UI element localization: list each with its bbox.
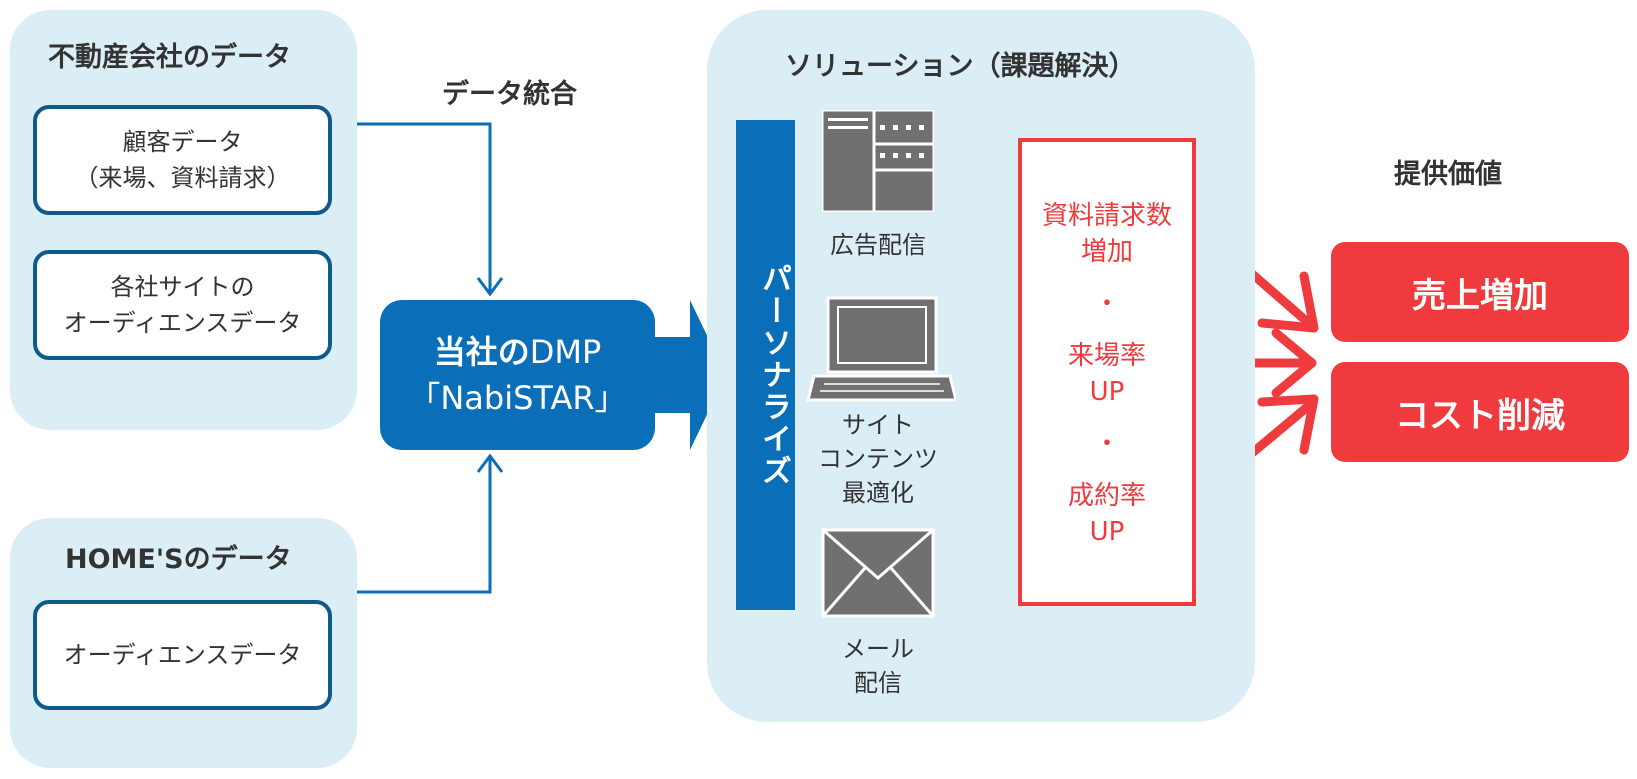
dmp-line1-bold: 当社の xyxy=(433,333,530,371)
mail-caption-line2: 配信 xyxy=(854,669,902,697)
ad-caption: 広告配信 xyxy=(800,228,956,262)
laptop-icon xyxy=(806,296,956,402)
company-data-title: 不動産会社のデータ xyxy=(48,42,291,73)
effects-box: 資料請求数 増加 ・ 来場率 UP ・ 成約率 UP xyxy=(1018,138,1196,606)
site-caption-line1: サイト xyxy=(842,411,914,439)
envelope-icon xyxy=(821,528,935,618)
ad-caption-line1: 広告配信 xyxy=(830,231,926,259)
dmp-arrow xyxy=(655,300,726,450)
red-arrowhead-middle xyxy=(1271,328,1317,398)
red-arrowhead-lower xyxy=(1257,394,1319,455)
effect-text: 来場率 xyxy=(1067,341,1146,371)
value-title: 提供価値 xyxy=(1394,159,1502,190)
site-caption-line3: 最適化 xyxy=(842,479,914,507)
effect-separator: ・ xyxy=(1093,289,1120,319)
mail-caption: メール 配信 xyxy=(800,632,956,700)
red-arrowhead-upper xyxy=(1257,271,1319,333)
company-data-panel xyxy=(10,10,357,430)
homes-audience-box: オーディエンスデータ xyxy=(33,600,332,710)
site-caption: サイト コンテンツ 最適化 xyxy=(800,408,956,510)
ad-layout-icon xyxy=(822,110,934,212)
dmp-line2: 「NabiSTAR」 xyxy=(408,379,627,417)
dmp-box: 当社のDMP 「NabiSTAR」 xyxy=(380,300,655,450)
integration-label: データ統合 xyxy=(442,79,577,110)
top-connector xyxy=(357,122,492,292)
effect-text: 増加 xyxy=(1080,237,1133,267)
effect-separator: ・ xyxy=(1093,429,1120,459)
dmp-line1: 当社のDMP xyxy=(434,329,602,375)
value-sales-increase: 売上増加 xyxy=(1331,242,1629,342)
effect-text: 成約率 xyxy=(1067,481,1146,511)
bottom-arrowhead xyxy=(476,453,504,473)
customer-data-line2: （来場、資料請求） xyxy=(74,164,291,192)
site-audience-line2: オーディエンスデータ xyxy=(63,309,302,337)
site-audience-box: 各社サイトの オーディエンスデータ xyxy=(33,250,332,360)
homes-data-title: HOME'Sのデータ xyxy=(65,544,292,575)
effect-text: 資料請求数 xyxy=(1041,201,1172,231)
site-caption-line2: コンテンツ xyxy=(818,445,938,473)
solution-title: ソリューション（課題解決） xyxy=(785,51,1136,82)
effect-text: UP xyxy=(1089,517,1125,547)
customer-data-line1: 顧客データ xyxy=(122,128,243,156)
bottom-connector xyxy=(357,458,492,594)
personalize-bar: パーソナライズ xyxy=(736,120,795,610)
dmp-line1-rest: DMP xyxy=(529,333,602,371)
site-audience-line1: 各社サイトの xyxy=(110,273,255,301)
customer-data-box: 顧客データ （来場、資料請求） xyxy=(33,105,332,215)
value-cost-reduction: コスト削減 xyxy=(1331,362,1629,462)
top-arrowhead xyxy=(476,277,504,297)
mail-caption-line1: メール xyxy=(842,635,914,663)
homes-audience-line1: オーディエンスデータ xyxy=(63,641,302,669)
effect-text: UP xyxy=(1089,377,1125,407)
